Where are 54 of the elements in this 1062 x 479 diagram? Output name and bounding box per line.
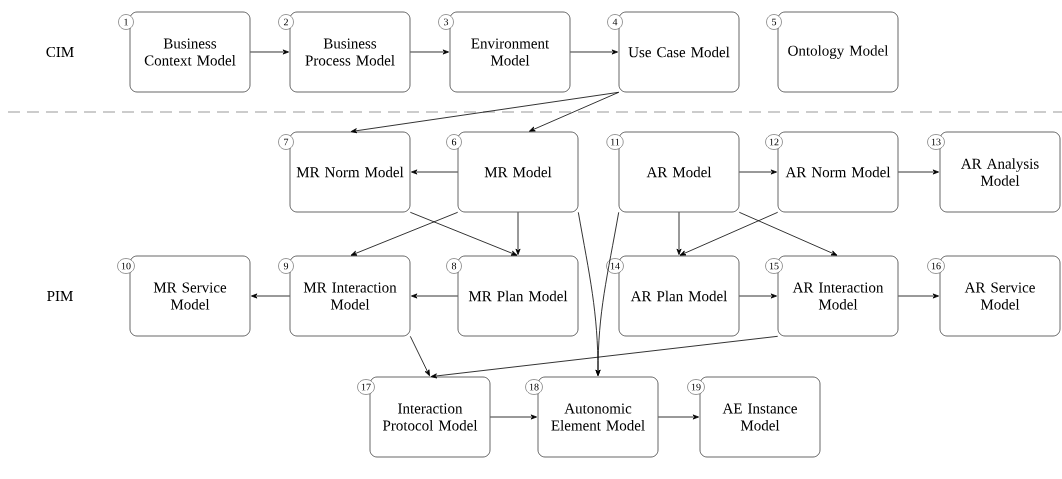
- step-number: 5: [766, 14, 782, 30]
- step-number: 13: [927, 134, 945, 150]
- model-box: MR Interaction Model: [289, 255, 411, 337]
- step-number: 4: [607, 14, 623, 30]
- arrow: [350, 211, 459, 256]
- step-number: 9: [278, 258, 294, 274]
- level-label: CIM: [46, 46, 74, 58]
- arrow: [251, 293, 291, 299]
- step-number: 18: [525, 379, 543, 395]
- arrow: [430, 335, 779, 379]
- step-number: 17: [357, 379, 375, 395]
- step-number: 2: [278, 14, 294, 30]
- arrow: [676, 211, 682, 255]
- arrow: [657, 414, 699, 420]
- step-number: 11: [606, 134, 624, 150]
- step-number: 3: [438, 14, 454, 30]
- step-number: 12: [765, 134, 783, 150]
- step-number: 14: [606, 258, 624, 274]
- arrow: [897, 169, 939, 175]
- model-box: Environment Model: [449, 11, 571, 93]
- arrow: [595, 211, 620, 376]
- level-label: PIM: [47, 291, 73, 301]
- arrow: [528, 91, 620, 132]
- step-number: 15: [765, 258, 783, 274]
- step-number: 1: [118, 14, 134, 30]
- model-box: AR Model: [618, 131, 740, 213]
- step-number: 7: [278, 134, 294, 150]
- step-number: 10: [117, 258, 135, 274]
- arrow: [738, 169, 777, 175]
- arrow: [515, 211, 521, 255]
- arrow: [738, 211, 838, 256]
- step-number: 19: [687, 379, 705, 395]
- model-box: Use Case Model: [618, 11, 740, 93]
- arrow: [409, 49, 449, 55]
- arrow: [569, 49, 618, 55]
- model-box: Business Process Model: [289, 11, 411, 93]
- step-number: 16: [927, 258, 945, 274]
- arrow: [738, 293, 777, 299]
- arrow: [679, 211, 779, 256]
- model-box: Business Context Model: [129, 11, 251, 93]
- arrow: [350, 91, 620, 134]
- model-box: MR Model: [457, 131, 579, 213]
- model-box: MR Plan Model: [457, 255, 579, 337]
- model-box: MR Norm Model: [289, 131, 411, 213]
- arrow: [249, 49, 289, 55]
- model-box: Ontology Model: [777, 11, 899, 93]
- arrow: [411, 169, 459, 175]
- step-number: 8: [446, 258, 462, 274]
- arrow: [409, 211, 518, 256]
- step-number: 6: [446, 134, 462, 150]
- arrow: [411, 293, 459, 299]
- arrow: [489, 414, 537, 420]
- arrow: [409, 335, 430, 377]
- arrow: [897, 293, 939, 299]
